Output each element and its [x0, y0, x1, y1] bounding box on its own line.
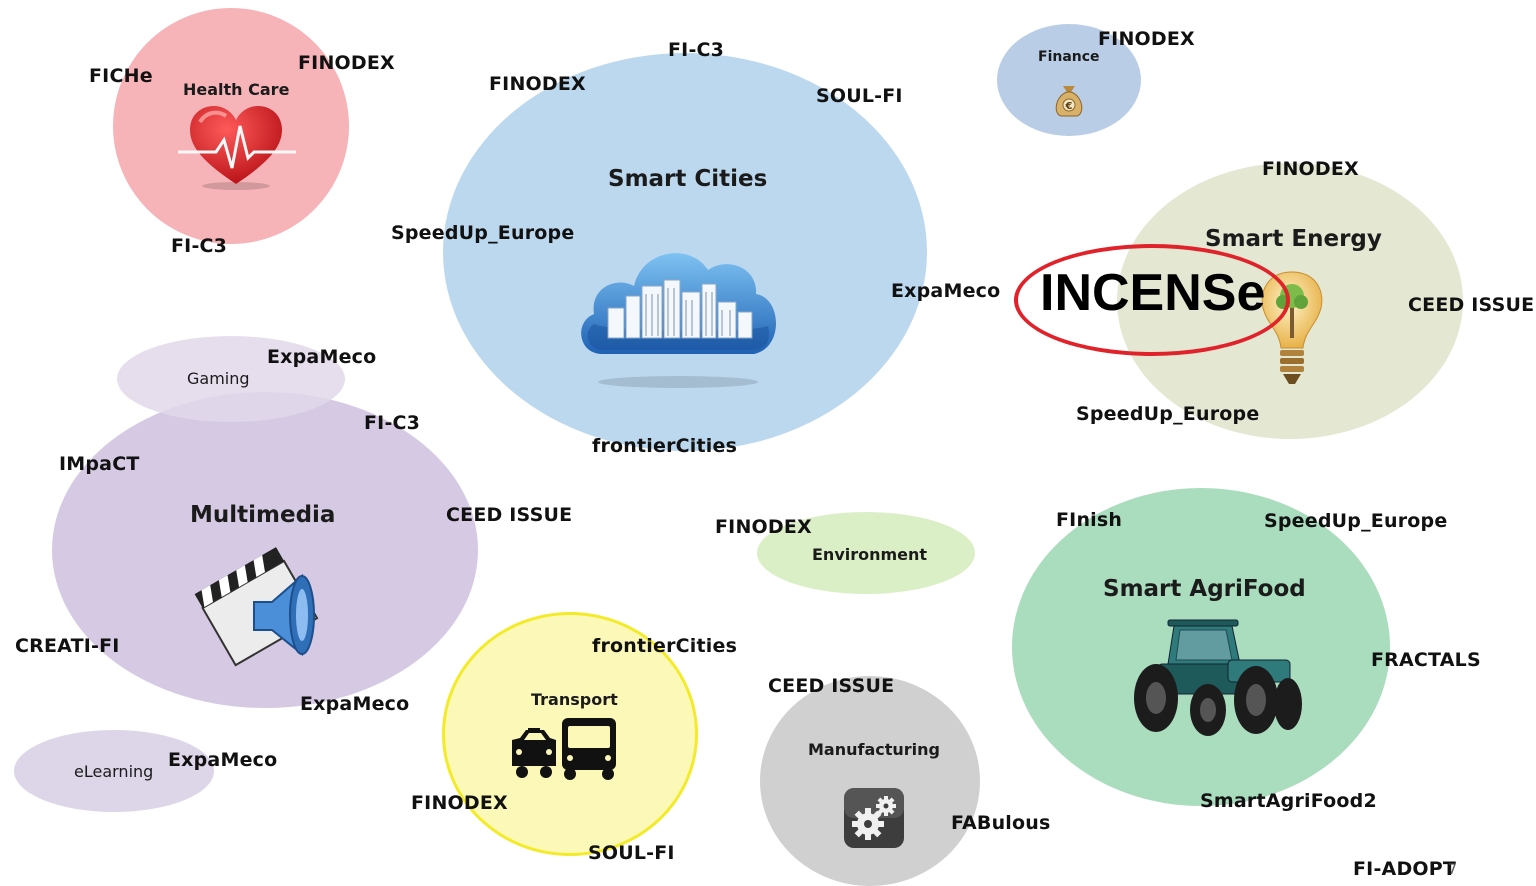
project-label: FInish — [1056, 509, 1123, 531]
project-label: FINODEX — [1262, 158, 1359, 180]
project-label: FINODEX — [715, 516, 812, 538]
tractor-icon — [1134, 619, 1302, 736]
project-label: FI-C3 — [668, 39, 725, 61]
project-label: SOUL-FI — [816, 85, 903, 107]
project-label: ExpaMeco — [267, 346, 377, 368]
transport-bubble — [442, 612, 698, 856]
project-label: CEED ISSUE — [1408, 294, 1535, 316]
project-label: ExpaMeco — [300, 693, 410, 715]
page-number: 7 — [1448, 862, 1457, 878]
taxi-bus-icon — [512, 718, 616, 780]
smart-cities-title: Smart Cities — [608, 166, 768, 192]
smart-agrifood-title: Smart AgriFood — [1103, 576, 1306, 602]
transport-title: Transport — [531, 690, 618, 709]
project-label: CEED ISSUE — [446, 504, 573, 526]
project-label: frontierCities — [592, 435, 738, 457]
clapperboard-speaker-icon — [194, 547, 319, 667]
project-label: FABulous — [951, 812, 1051, 834]
health-care-title: Health Care — [183, 80, 290, 99]
environment-title: Environment — [812, 545, 928, 564]
multimedia-title: Multimedia — [190, 502, 336, 528]
smart-energy-title: Smart Energy — [1205, 226, 1382, 252]
project-label: SOUL-FI — [588, 842, 675, 864]
project-label: SpeedUp_Europe — [1264, 510, 1448, 532]
incense-highlight-ring — [1014, 244, 1290, 356]
cloud-city-icon — [581, 253, 776, 388]
elearning-title: eLearning — [74, 762, 154, 781]
smart-cities-bubble — [443, 53, 927, 451]
project-label: FI-C3 — [364, 412, 421, 434]
finance-bubble — [997, 24, 1141, 136]
gaming-bubble — [117, 336, 345, 422]
project-label: FINODEX — [298, 52, 395, 74]
project-label: SpeedUp_Europe — [1076, 403, 1260, 425]
project-label: FINODEX — [1098, 28, 1195, 50]
project-label: FI-ADOPT — [1353, 858, 1457, 880]
elearning-bubble — [14, 730, 214, 812]
project-label: ExpaMeco — [891, 280, 1001, 302]
svg-text:€: € — [1065, 101, 1073, 112]
project-label: SpeedUp_Europe — [391, 222, 575, 244]
project-label: FINODEX — [411, 792, 508, 814]
gaming-title: Gaming — [187, 369, 250, 388]
project-label: FI-C3 — [171, 235, 228, 257]
manufacturing-bubble — [760, 676, 980, 886]
project-label: FRACTALS — [1371, 649, 1481, 671]
gears-icon — [844, 788, 904, 848]
project-label: FICHe — [89, 65, 153, 87]
incense-label: INCENSe — [1040, 264, 1266, 322]
manufacturing-title: Manufacturing — [808, 740, 940, 759]
project-label: CREATI-FI — [15, 635, 120, 657]
environment-bubble — [757, 512, 975, 594]
money-bag-icon: € — [1055, 86, 1083, 117]
project-label: IMpaCT — [59, 453, 140, 475]
project-label: ExpaMeco — [168, 749, 278, 771]
multimedia-bubble — [52, 392, 478, 708]
project-label: FINODEX — [489, 73, 586, 95]
project-label: SmartAgriFood2 — [1200, 790, 1377, 812]
heart-ecg-icon — [178, 106, 296, 190]
project-label: frontierCities — [592, 635, 738, 657]
finance-title: Finance — [1038, 49, 1100, 65]
project-label: CEED ISSUE — [768, 675, 895, 697]
